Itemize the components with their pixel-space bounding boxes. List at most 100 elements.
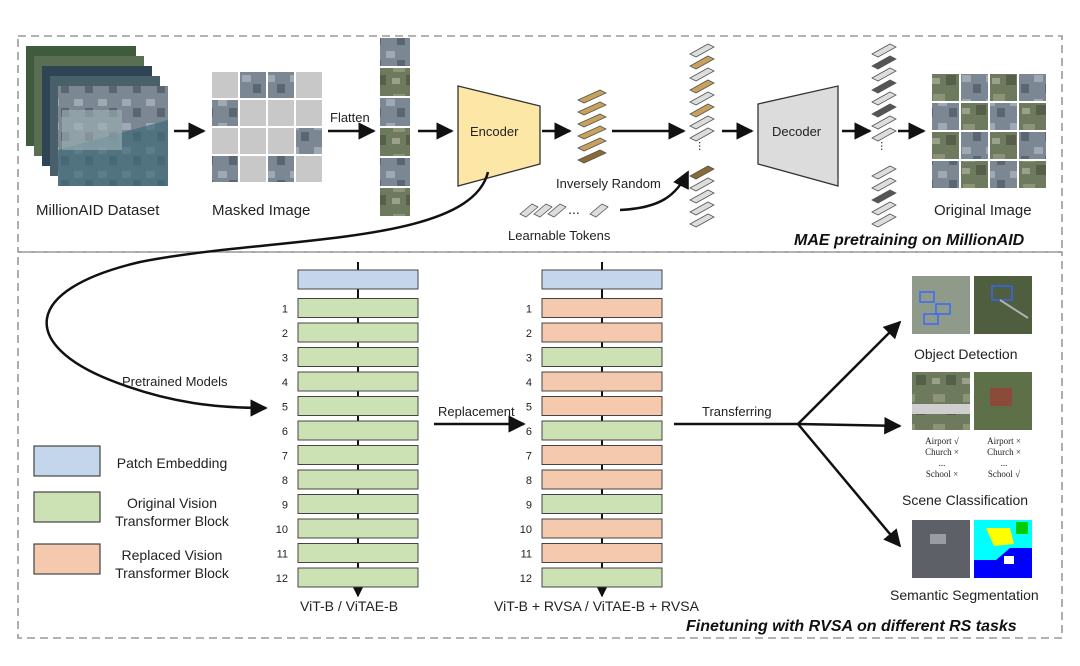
- rvsa-block: [541, 371, 663, 392]
- decoded-token: [871, 177, 897, 192]
- rvsa-block: [541, 543, 663, 563]
- visible-patch: [240, 72, 266, 98]
- rvsa-block-number: 2: [526, 328, 532, 340]
- learnable-ellipsis: ...: [568, 201, 580, 217]
- sequence-ellipsis: ...: [696, 141, 710, 151]
- flattened-patch: [380, 188, 410, 216]
- flattened-patches-column: [380, 38, 410, 216]
- decoded-token: [871, 127, 897, 142]
- rvsa-block-number: 1: [526, 304, 532, 316]
- legend-swatch-original: [33, 491, 101, 523]
- masked-patch: [240, 156, 266, 182]
- vit-block: [297, 494, 419, 514]
- pretrained-model-curve: [45, 171, 490, 417]
- learnable-tokens: ...: [519, 201, 609, 218]
- masked-patch: [240, 128, 266, 154]
- rvsa-block-number: 5: [526, 402, 532, 414]
- scene-classification-images: [912, 372, 1032, 430]
- rvsa-block: [541, 322, 663, 343]
- original-image-grid: [932, 74, 1046, 188]
- learnable-token: [519, 203, 539, 218]
- sequence-token: [689, 189, 715, 204]
- vit-block: [297, 543, 419, 563]
- sequence-token: [689, 213, 715, 228]
- semantic-segmentation-label: Semantic Segmentation: [890, 587, 1039, 603]
- encoded-token: [577, 137, 607, 152]
- rvsa-block-number: 10: [520, 524, 532, 536]
- rvsa-block: [541, 298, 663, 318]
- flattened-patch: [380, 128, 410, 156]
- decoded-token: [871, 201, 897, 216]
- vit-block-number: 3: [282, 353, 288, 365]
- vit-block-number: 7: [282, 451, 288, 463]
- inversely-random-label: Inversely Random: [556, 176, 661, 191]
- reconstructed-patch: [961, 161, 988, 188]
- masked-image-label: Masked Image: [212, 202, 311, 219]
- sequence-token: [689, 115, 715, 130]
- encoded-token: [577, 149, 607, 164]
- decoded-token: [871, 79, 897, 94]
- vit-block: [297, 371, 419, 392]
- encoded-token: [577, 101, 607, 116]
- vit-block-number: 10: [276, 524, 288, 536]
- learnable-tokens-label: Learnable Tokens: [508, 228, 611, 243]
- encoded-tokens: [577, 89, 607, 164]
- finetuning-section-title: Finetuning with RVSA on different RS tas…: [686, 618, 1017, 635]
- millionaid-dataset-stack: [26, 46, 168, 186]
- reconstructed-patch: [990, 74, 1017, 101]
- decoded-token: [871, 213, 897, 228]
- decoded-token: [871, 55, 897, 70]
- legend-swatch-replaced: [33, 543, 101, 575]
- decoded-token: [871, 115, 897, 130]
- sequence-token: [689, 165, 715, 180]
- visible-patch: [212, 156, 238, 182]
- masked-patch: [268, 128, 294, 154]
- rvsa-block: [541, 396, 663, 416]
- reconstructed-patch: [961, 103, 988, 130]
- vit-block-number: 11: [277, 549, 288, 561]
- reconstructed-patch: [961, 132, 988, 159]
- flattened-patch: [380, 38, 410, 66]
- reconstructed-patch: [932, 161, 959, 188]
- sequence-token: [689, 103, 715, 118]
- encoded-token: [577, 125, 607, 140]
- masked-patch: [212, 128, 238, 154]
- vit-block: [297, 469, 419, 490]
- masked-patch: [268, 100, 294, 126]
- scene-classification-label: Scene Classification: [902, 492, 1029, 508]
- reconstructed-patch: [990, 103, 1017, 130]
- vit-block-number: 2: [282, 328, 288, 340]
- classification-left-text: Airport √Church ×...School ×: [925, 436, 959, 479]
- decoder-block: [757, 85, 839, 187]
- decoded-token: [871, 165, 897, 180]
- full-token-sequence: ...: [689, 43, 715, 228]
- learnable-token: [533, 203, 553, 218]
- vit-block-number: 1: [282, 304, 288, 316]
- classification-right-text: Airport ×Church ×...School √: [987, 436, 1021, 479]
- visible-patch: [268, 72, 294, 98]
- rvsa-block-number: 8: [526, 475, 532, 487]
- sequence-token: [689, 67, 715, 82]
- rvsa-block: [541, 445, 663, 465]
- decoded-token: [871, 189, 897, 204]
- sequence-token: [689, 127, 715, 142]
- rvsa-caption: ViT-B + RVSA / ViTAE-B + RVSA: [494, 598, 699, 614]
- masked-image-grid: [212, 72, 322, 182]
- rvsa-block-number: 9: [526, 500, 532, 512]
- vit-patch-embedding: [297, 269, 419, 290]
- sequence-token: [689, 43, 715, 58]
- rvsa-block-number: 7: [526, 451, 532, 463]
- visible-patch: [296, 128, 322, 154]
- rvsa-block: [541, 420, 663, 441]
- encoder-label: Encoder: [470, 124, 519, 139]
- vit-block: [297, 347, 419, 367]
- object-detection-images: [912, 276, 1032, 334]
- original-image-label: Original Image: [934, 202, 1032, 219]
- learnable-token: [547, 203, 567, 218]
- vit-block-number: 8: [282, 475, 288, 487]
- semantic-segmentation-images: [912, 520, 1032, 578]
